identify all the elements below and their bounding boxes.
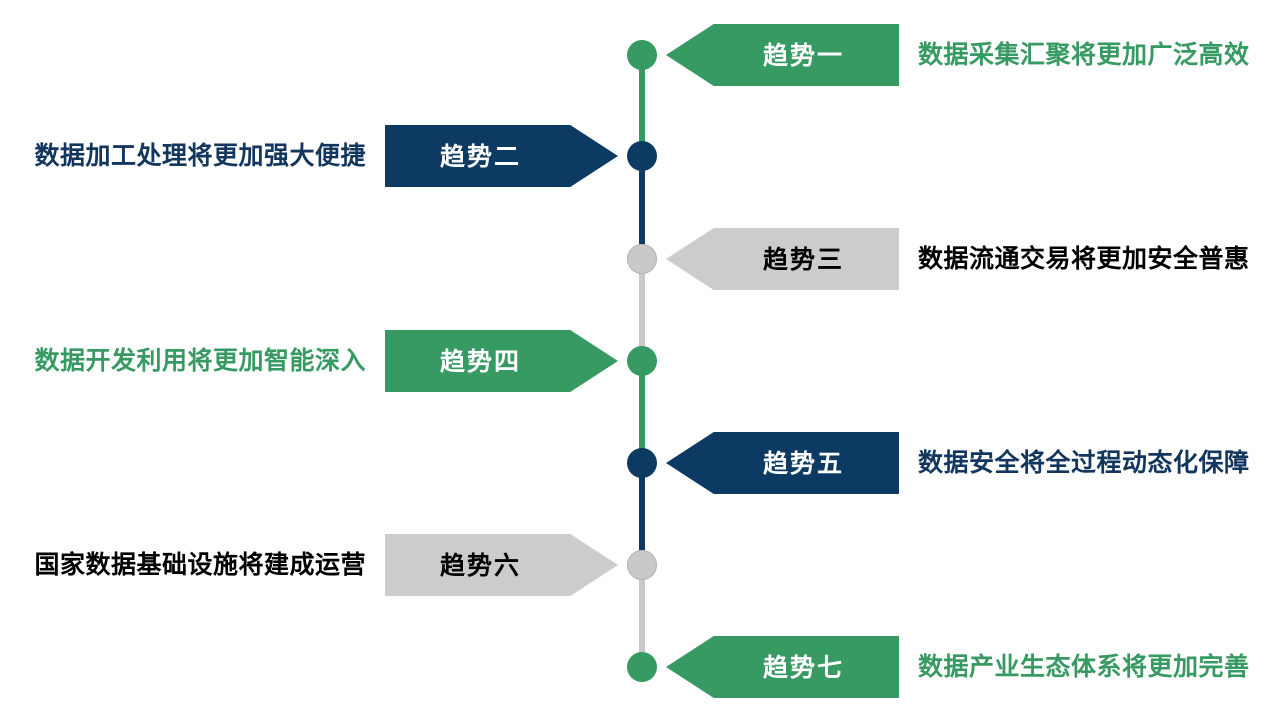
timeline-row-4: 数据开发利用将更加智能深入 趋势四 <box>0 310 1281 412</box>
timeline-row-3: 趋势三 数据流通交易将更加安全普惠 <box>0 208 1281 310</box>
timeline-row-6: 国家数据基础设施将建成运营 趋势六 <box>0 514 1281 616</box>
trend-badge-label-7: 趋势七 <box>762 652 844 682</box>
spine-segment-4-5 <box>639 361 645 463</box>
trend-badge-label-2: 趋势二 <box>439 141 521 171</box>
trend-caption-1: 数据采集汇聚将更加广泛高效 <box>918 40 1250 69</box>
timeline-node-4[interactable] <box>627 346 657 376</box>
trend-badge-6[interactable]: 趋势六 <box>385 534 618 596</box>
trend-caption-5: 数据安全将全过程动态化保障 <box>918 448 1250 477</box>
trend-badge-label-5: 趋势五 <box>762 448 844 478</box>
trend-badge-3[interactable]: 趋势三 <box>666 228 899 290</box>
trend-badge-label-1: 趋势一 <box>762 40 844 70</box>
spine-segment-6-7 <box>639 565 645 667</box>
spine-segment-1-2 <box>639 55 645 156</box>
spine-segment-3-4 <box>639 259 645 361</box>
trend-badge-4[interactable]: 趋势四 <box>385 330 618 392</box>
trend-caption-2: 数据加工处理将更加强大便捷 <box>34 141 366 170</box>
timeline-row-1: 趋势一 数据采集汇聚将更加广泛高效 <box>0 4 1281 106</box>
spine-segment-5-6 <box>639 463 645 565</box>
timeline-node-2[interactable] <box>627 141 657 171</box>
timeline-node-3[interactable] <box>627 244 657 274</box>
trend-caption-4: 数据开发利用将更加智能深入 <box>34 346 366 375</box>
trend-badge-label-4: 趋势四 <box>439 346 521 376</box>
trend-caption-7: 数据产业生态体系将更加完善 <box>918 652 1250 681</box>
trend-badge-2[interactable]: 趋势二 <box>385 125 618 187</box>
trend-badge-1[interactable]: 趋势一 <box>666 24 899 86</box>
timeline-node-6[interactable] <box>627 550 657 580</box>
trend-caption-6: 国家数据基础设施将建成运营 <box>34 550 366 579</box>
timeline-node-7[interactable] <box>627 652 657 682</box>
trend-caption-3: 数据流通交易将更加安全普惠 <box>918 244 1250 273</box>
trend-badge-label-3: 趋势三 <box>762 244 844 274</box>
timeline-node-1[interactable] <box>627 40 657 70</box>
trend-badge-label-6: 趋势六 <box>439 550 521 580</box>
trend-badge-5[interactable]: 趋势五 <box>666 432 899 494</box>
timeline-node-5[interactable] <box>627 448 657 478</box>
trend-badge-7[interactable]: 趋势七 <box>666 636 899 698</box>
timeline-row-2: 数据加工处理将更加强大便捷 趋势二 <box>0 105 1281 207</box>
timeline-row-7: 趋势七 数据产业生态体系将更加完善 <box>0 616 1281 718</box>
timeline-row-5: 趋势五 数据安全将全过程动态化保障 <box>0 412 1281 514</box>
spine-segment-2-3 <box>639 156 645 259</box>
